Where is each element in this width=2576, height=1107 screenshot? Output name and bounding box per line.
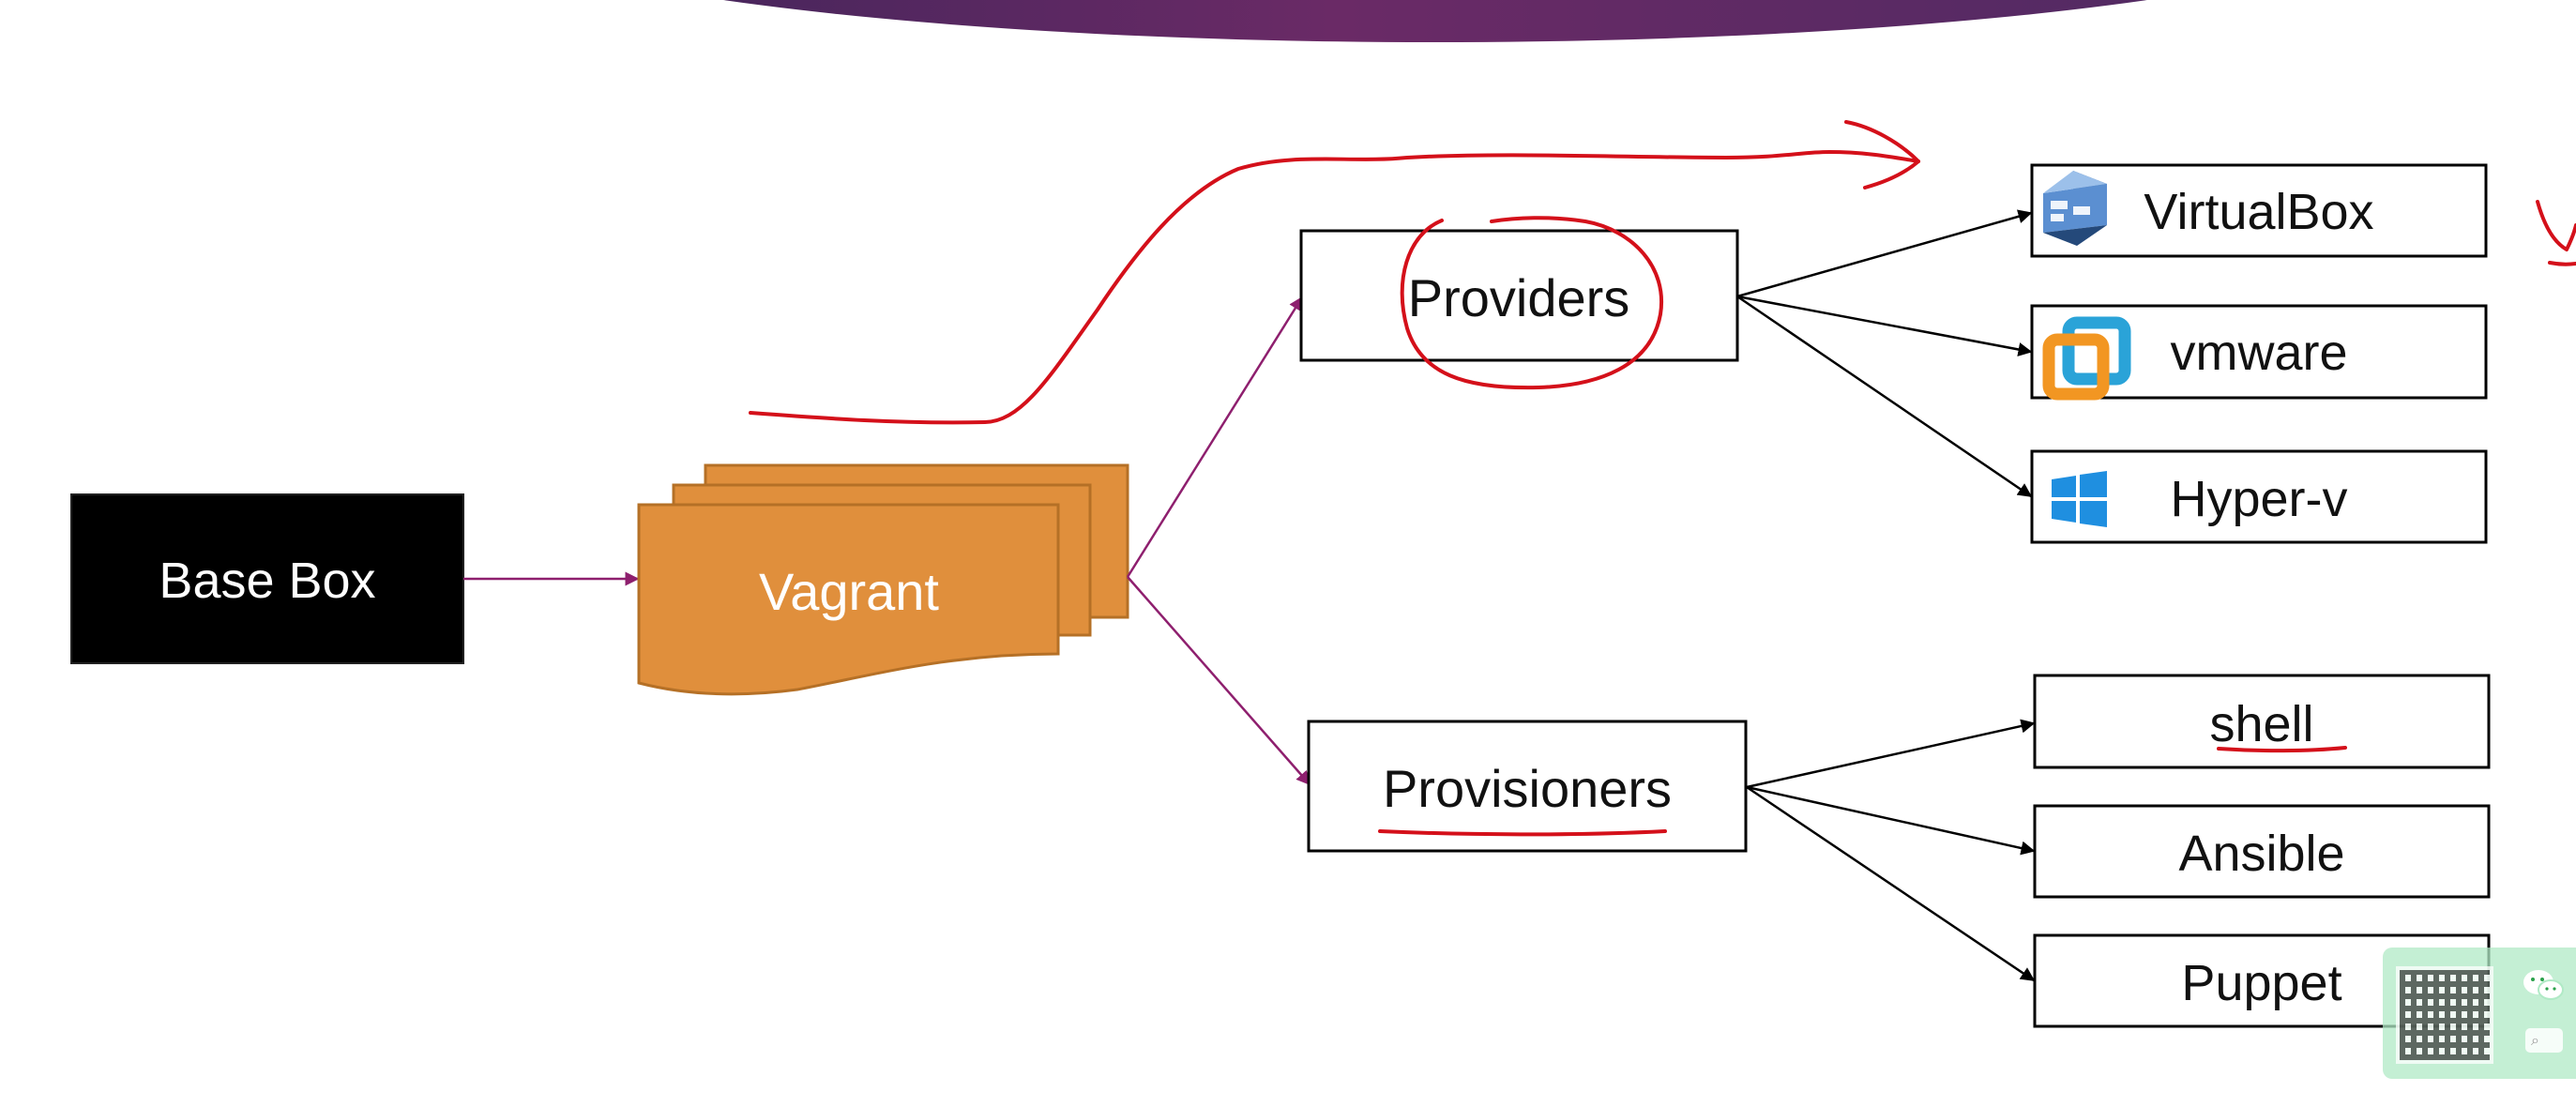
windows-icon: [2052, 471, 2107, 527]
annotation-edge-scribble: [2536, 200, 2576, 266]
wechat-icon[interactable]: [2522, 966, 2565, 1004]
qr-code-icon[interactable]: [2396, 966, 2493, 1064]
providers-node: Providers: [1299, 229, 1739, 362]
connector-providers-vmware: [1736, 295, 2033, 356]
annotation-circle-providers: [1400, 216, 1664, 390]
ansible-label: Ansible: [2178, 826, 2344, 882]
base-box-label: Base Box: [159, 553, 375, 609]
connector-provisioners-ansible: [1746, 785, 2036, 856]
virtualbox-label: VirtualBox: [2144, 184, 2373, 240]
vagrant-label: Vagrant: [759, 562, 939, 621]
connector-provisioners-puppet: [1746, 785, 2036, 982]
vmware-label: vmware: [2170, 325, 2347, 381]
shell-label: shell: [2209, 696, 2313, 752]
provider-virtualbox: VirtualBox: [2030, 163, 2488, 258]
providers-label: Providers: [1408, 268, 1630, 327]
annotation-arrowhead: [1844, 120, 1920, 190]
vmware-icon: [2042, 316, 2131, 401]
annotation-underline-provisioners: [1378, 829, 1667, 837]
vagrant-node: Vagrant: [637, 463, 1129, 696]
connector-vagrant-provisioners: [1127, 576, 1311, 786]
virtualbox-icon: [2043, 171, 2107, 246]
base-box-node: Base Box: [70, 493, 464, 664]
annotation-swoosh-arrow: [749, 150, 1920, 425]
hyperv-label: Hyper-v: [2170, 471, 2347, 527]
connector-provisioners-shell: [1746, 719, 2036, 789]
connector-vagrant-providers: [1126, 296, 1304, 578]
connector-providers-virtualbox: [1736, 209, 2033, 298]
provisioners-label: Provisioners: [1383, 759, 1672, 818]
provisioner-ansible: Ansible: [2033, 804, 2491, 899]
annotation-underline-shell: [2217, 746, 2347, 753]
provisioner-shell: shell: [2033, 674, 2491, 769]
puppet-label: Puppet: [2181, 955, 2341, 1011]
provisioners-node: Provisioners: [1307, 720, 1748, 853]
red-annotations: [749, 120, 2576, 837]
share-widget[interactable]: ⌕: [2383, 948, 2576, 1079]
connector-providers-hyperv: [1736, 295, 2033, 498]
search-icon[interactable]: ⌕: [2525, 1028, 2563, 1053]
provider-vmware: vmware: [2030, 304, 2488, 401]
provider-hyperv: Hyper-v: [2030, 449, 2488, 544]
